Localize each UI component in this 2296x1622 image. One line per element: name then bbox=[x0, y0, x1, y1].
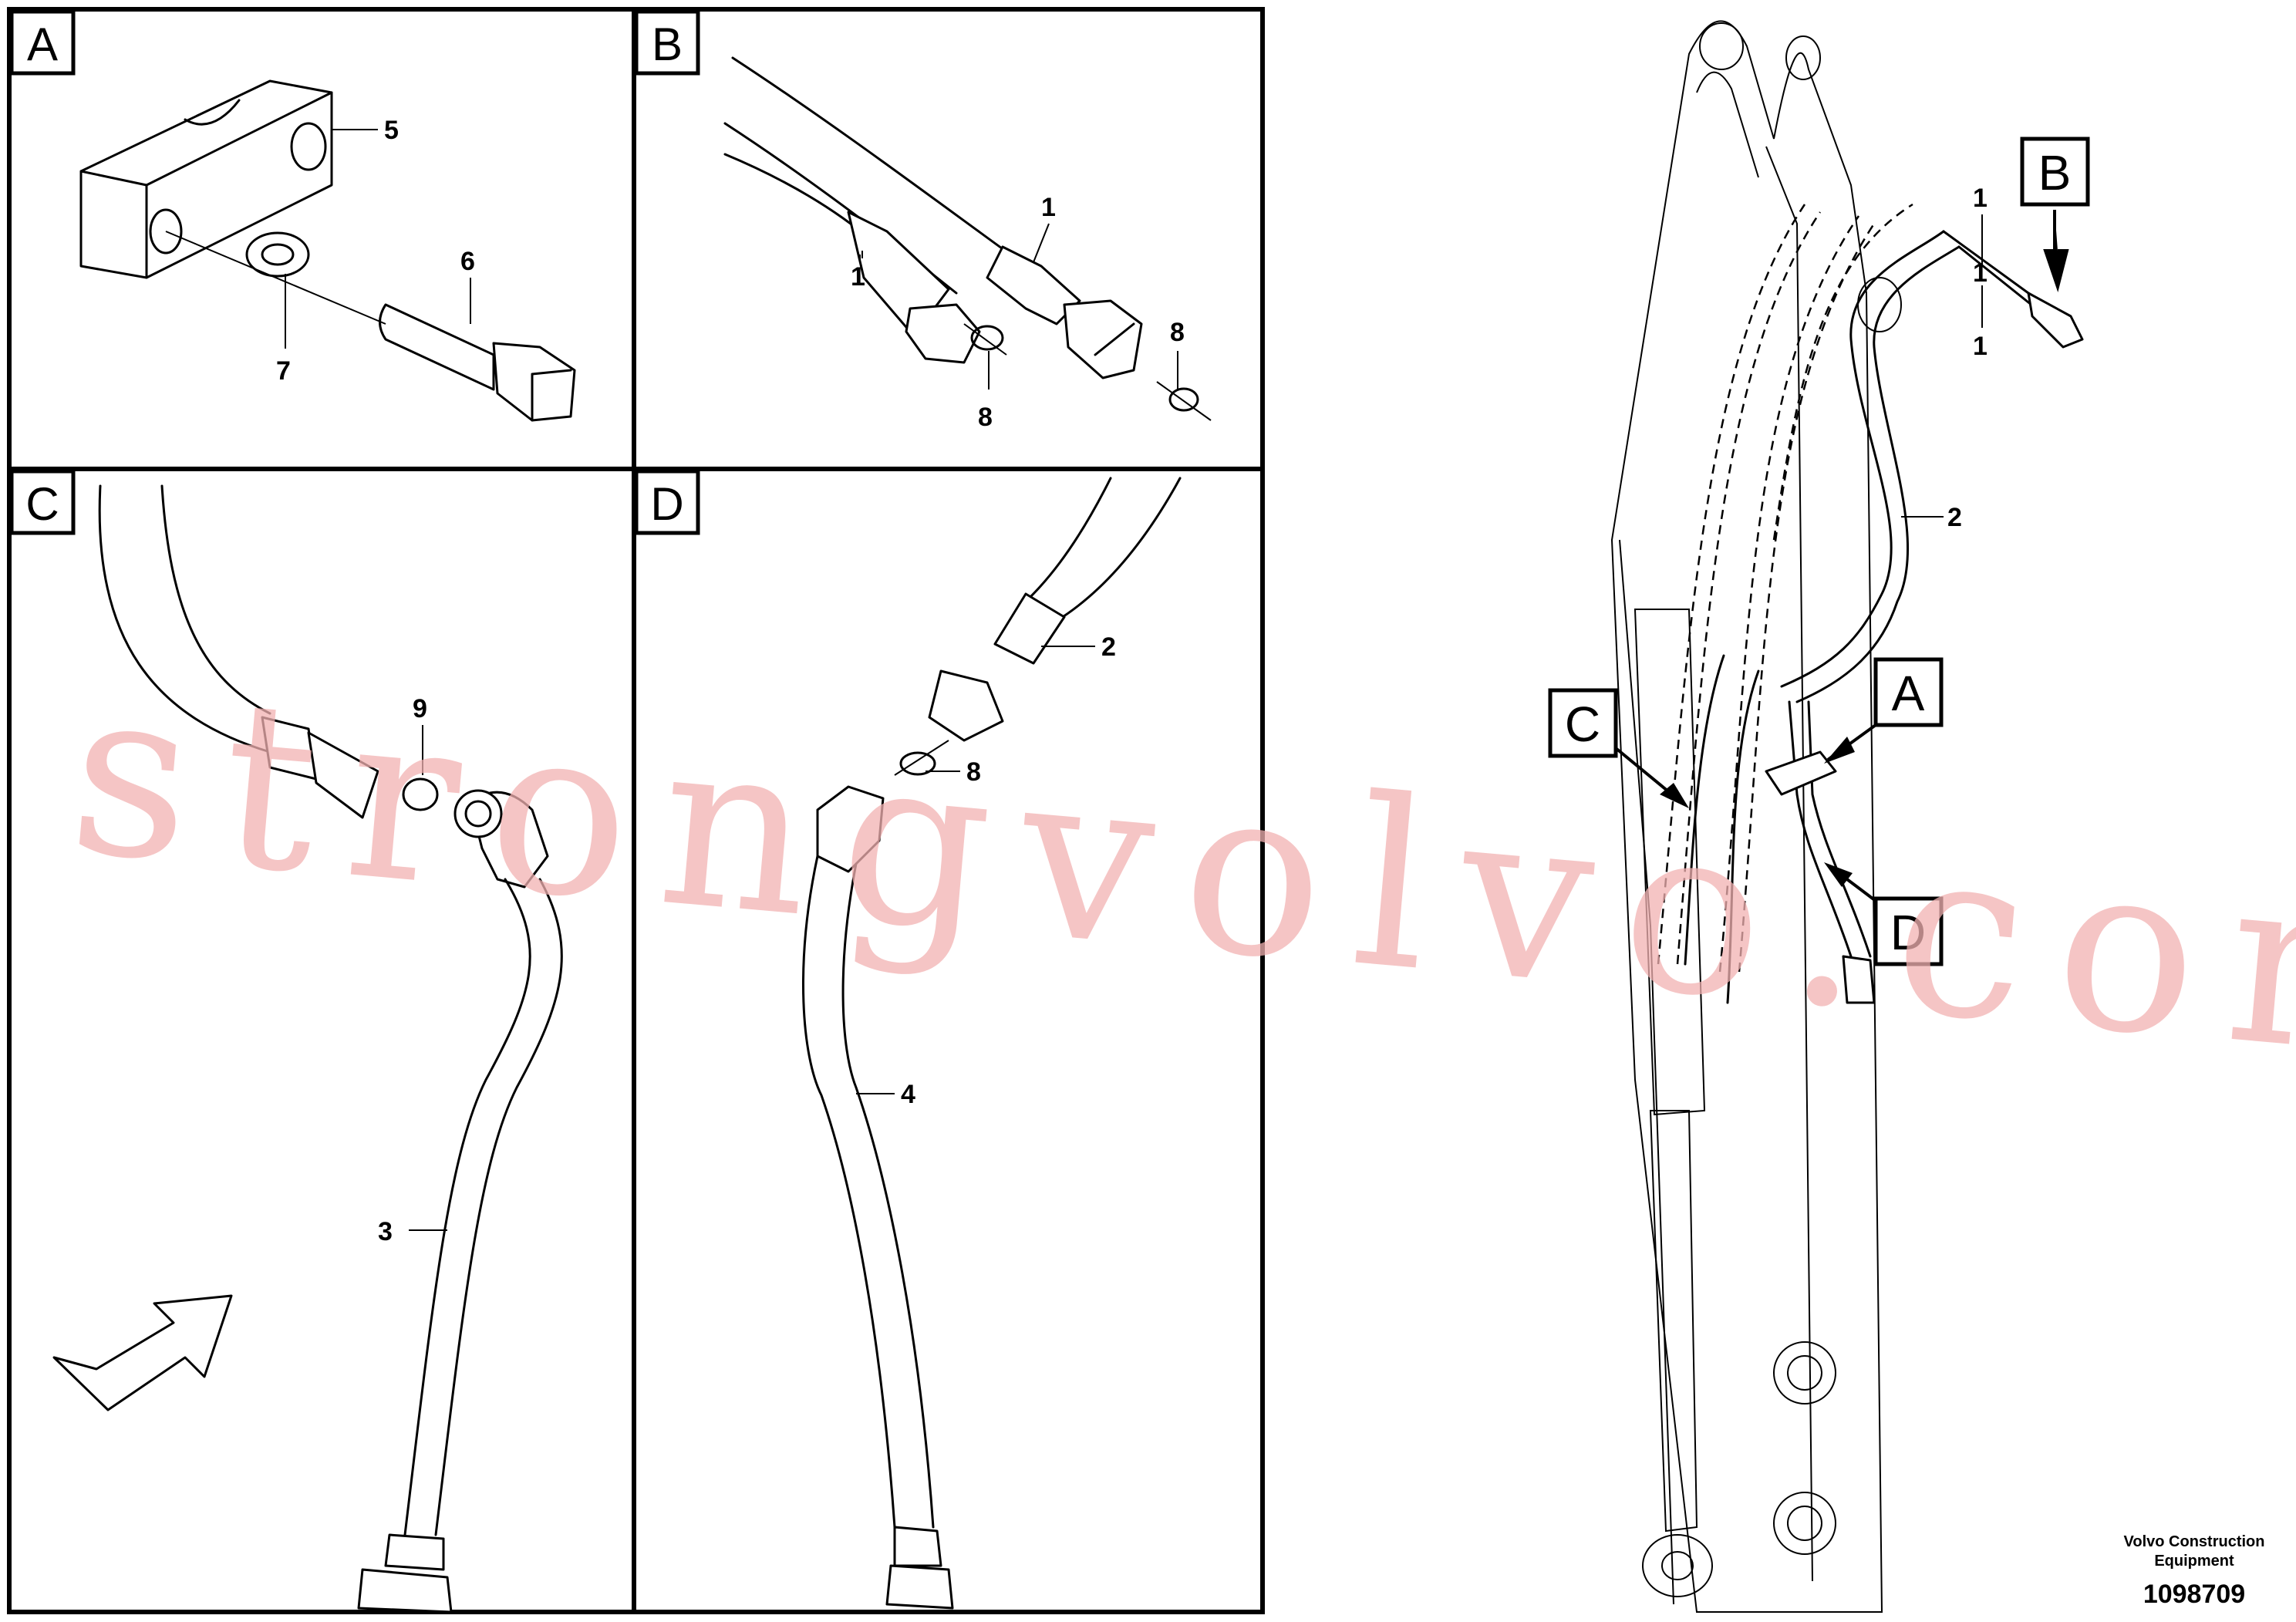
callout-7: 7 bbox=[276, 356, 291, 386]
svg-text:B: B bbox=[2038, 145, 2072, 201]
panel-label-b: B bbox=[634, 9, 700, 76]
callout-b-8-left: 8 bbox=[978, 403, 993, 432]
swivel-nut-d bbox=[928, 669, 1004, 742]
panel-b-drawing: 1 1 8 8 bbox=[723, 56, 1212, 432]
hose-4 bbox=[802, 855, 896, 1529]
caption-block: Volvo Construction Equipment 1098709 bbox=[2124, 1533, 2265, 1609]
hose-2-upper bbox=[1024, 477, 1112, 603]
panel-letter-a: A bbox=[27, 19, 58, 70]
boom-outer bbox=[1610, 20, 1883, 1613]
boom-hose-2 bbox=[1780, 230, 1945, 688]
boom-assembly bbox=[1610, 20, 2084, 1613]
panel-letter-d: D bbox=[650, 478, 683, 530]
callout-d-8: 8 bbox=[966, 757, 981, 787]
callout-b-8-right: 8 bbox=[1170, 318, 1185, 347]
callout-m-1-mid: 1 bbox=[1973, 258, 1988, 288]
callout-6: 6 bbox=[460, 247, 475, 276]
hose-fitting-right bbox=[986, 245, 1081, 325]
callout-d-4: 4 bbox=[901, 1080, 915, 1109]
boom-cylinder bbox=[1633, 609, 1706, 1116]
caption-company-line2: Equipment bbox=[2154, 1553, 2234, 1570]
o-ring-left bbox=[970, 325, 1004, 351]
panel-label-c: C bbox=[9, 469, 76, 535]
o-ring-c bbox=[402, 777, 439, 811]
panel-letter-c: C bbox=[25, 478, 59, 530]
hose-large-outer bbox=[98, 484, 271, 754]
panel-label-a: A bbox=[9, 9, 76, 76]
clamp-block bbox=[79, 79, 333, 279]
view-marker-a: A bbox=[1824, 657, 1944, 764]
watermark-text: strongvolvo.com bbox=[61, 636, 2296, 1114]
view-marker-b: B bbox=[2020, 137, 2090, 293]
panel-grid bbox=[7, 7, 1265, 1614]
hose-3 bbox=[403, 878, 531, 1536]
callout-m-2: 2 bbox=[1947, 503, 1962, 532]
view-direction-arrow bbox=[52, 1294, 233, 1411]
boom-callouts: 1 1 1 2 bbox=[1901, 184, 1988, 532]
caption-company-line1: Volvo Construction bbox=[2124, 1533, 2265, 1550]
callout-b-1-upper: 1 bbox=[1041, 193, 1056, 222]
panel-label-d: D bbox=[634, 469, 700, 535]
callout-3: 3 bbox=[378, 1217, 393, 1246]
callout-9: 9 bbox=[413, 694, 427, 723]
view-marker-c: C bbox=[1548, 688, 1689, 808]
callout-5: 5 bbox=[384, 116, 399, 145]
callout-m-1-bottom: 1 bbox=[1973, 332, 1988, 361]
lock-washer bbox=[245, 231, 310, 278]
o-ring-right bbox=[1168, 387, 1199, 412]
panel-a-drawing: 5 6 7 bbox=[79, 79, 576, 422]
view-marker-d: D bbox=[1824, 862, 1944, 966]
svg-text:A: A bbox=[1892, 666, 1925, 721]
callout-b-1-lower: 1 bbox=[851, 262, 865, 292]
hose-large-inner bbox=[160, 484, 271, 715]
caption-drawing-number: 1098709 bbox=[2143, 1580, 2245, 1609]
panel-d-drawing: 2 8 4 bbox=[802, 477, 1182, 1610]
panel-letter-b: B bbox=[652, 19, 683, 70]
callout-m-1-top: 1 bbox=[1973, 184, 1988, 213]
svg-text:C: C bbox=[1565, 696, 1600, 752]
bolt bbox=[379, 303, 495, 391]
panel-c-drawing: 9 3 bbox=[52, 484, 563, 1614]
callout-d-2: 2 bbox=[1101, 632, 1116, 662]
svg-text:D: D bbox=[1890, 905, 1926, 960]
o-ring-d bbox=[899, 751, 936, 776]
